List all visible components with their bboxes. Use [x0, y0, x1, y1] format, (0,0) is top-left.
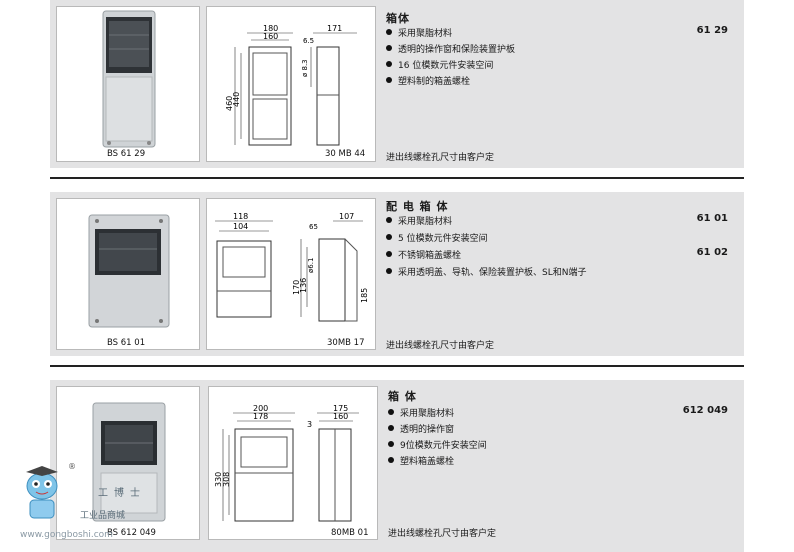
bullet-icon	[388, 441, 394, 447]
dimension-label: 3	[307, 420, 312, 429]
enclosure-photo	[92, 402, 166, 522]
bullet-icon	[386, 29, 392, 35]
technical-drawing: 200 178 3 175 160 330 308	[214, 404, 359, 522]
technical-drawing-frame: 180 160 6.5 171 ø 8.3 460 440 30 MB 44	[206, 6, 376, 162]
technical-drawing: 180 160 6.5 171 ø 8.3 460 440	[225, 24, 357, 146]
feature-item: 采用聚脂材料	[388, 406, 454, 419]
technical-drawing-frame: 118 104 65 107 170 136 ø6.1 185 30MB 17	[206, 198, 376, 350]
photo-caption: BS 612 049	[107, 528, 156, 538]
feature-item: 透明的操作窗和保险装置护板	[386, 42, 515, 55]
feature-item: 5 位模数元件安装空间	[386, 231, 488, 244]
product-code: 61 02	[696, 247, 728, 258]
bullet-icon	[388, 409, 394, 415]
dimension-label: ø6.1	[307, 258, 315, 273]
dimension-label: 175	[333, 404, 348, 413]
feature-item: 16 位模数元件安装空间	[386, 58, 493, 71]
dimension-label: 200	[253, 404, 268, 413]
bullet-icon	[386, 268, 392, 274]
bullet-icon	[386, 234, 392, 240]
photo-caption: BS 61 01	[107, 338, 146, 348]
feature-item: 采用聚脂材料	[386, 214, 452, 227]
technical-drawing: 118 104 65 107 170 136 ø6.1 185	[215, 212, 369, 322]
bullet-icon	[386, 251, 392, 257]
feature-item: 9位模数元件安装空间	[388, 438, 487, 451]
dimension-label: 440	[232, 92, 241, 107]
feature-item: 透明的操作窗	[388, 422, 454, 435]
product-title: 箱体	[386, 12, 410, 25]
product-title: 配 电 箱 体	[386, 200, 449, 213]
photo-caption: BS 61 29	[107, 149, 146, 159]
watermark-url: www.gongboshi.com	[20, 530, 113, 540]
product-photo-frame: BS 61 29	[56, 6, 200, 162]
product-photo-frame: BS 61 01	[56, 198, 200, 350]
dimension-label: 170	[292, 280, 301, 295]
dimension-label: ø 8.3	[301, 59, 309, 77]
robot-logo-icon	[26, 466, 58, 519]
watermark-sub: 工业品商城	[80, 511, 126, 521]
drawing-caption: 30 MB 44	[325, 149, 366, 159]
product-code: 612 049	[682, 405, 728, 416]
bullet-icon	[386, 45, 392, 51]
dimension-label: 160	[263, 32, 278, 41]
dimension-label: 107	[339, 212, 354, 221]
feature-item: 采用透明盖、导轨、保险装置护板、SL和N端子	[386, 265, 586, 278]
section-divider	[50, 365, 744, 367]
dimension-label: 330	[214, 472, 223, 487]
dimension-label: 65	[309, 223, 318, 231]
watermark-name: 工博士	[98, 488, 146, 499]
feature-item: 采用聚脂材料	[386, 26, 452, 39]
dimension-label: 171	[327, 24, 342, 33]
watermark: ® 工博士 工业品商城 www.gongboshi.com	[18, 462, 178, 550]
cable-entry-note: 进出线螺栓孔尺寸由客户定	[388, 529, 497, 539]
enclosure-photo	[88, 214, 170, 328]
product-section-1: BS 61 29 180 160 6.5 171 ø 8.3 460 440 3…	[50, 0, 744, 168]
feature-item: 不锈钢箱盖螺栓	[386, 248, 461, 261]
cable-entry-note: 进出线螺栓孔尺寸由客户定	[386, 153, 495, 163]
product-photo-frame: BS 612 049	[56, 386, 200, 540]
cable-entry-note: 进出线螺栓孔尺寸由客户定	[386, 341, 495, 351]
product-section-3: BS 612 049 200 178 3 175 160 330 308 80M…	[50, 380, 744, 552]
drawing-caption: 30MB 17	[327, 338, 365, 348]
drawing-caption: 80MB 01	[331, 528, 369, 538]
product-section-2: BS 61 01 118 104 65 107 170 136 ø6.1 185…	[50, 192, 744, 356]
technical-drawing-frame: 200 178 3 175 160 330 308 80MB 01	[208, 386, 378, 540]
dimension-label: 178	[253, 412, 268, 421]
product-title: 箱 体	[388, 390, 417, 403]
dimension-label: 180	[263, 24, 278, 33]
watermark-mark: ®	[68, 462, 76, 471]
bullet-icon	[388, 457, 394, 463]
dimension-label: 160	[333, 412, 348, 421]
product-code: 61 01	[696, 213, 728, 224]
bullet-icon	[386, 217, 392, 223]
bullet-icon	[386, 61, 392, 67]
enclosure-photo	[102, 10, 156, 148]
feature-item: 塑料箱盖螺栓	[388, 454, 454, 467]
section-divider	[50, 177, 744, 179]
dimension-label: 104	[233, 222, 248, 231]
bullet-icon	[388, 425, 394, 431]
bullet-icon	[386, 77, 392, 83]
dimension-label: 460	[225, 96, 234, 111]
dimension-label: 6.5	[303, 37, 314, 45]
dimension-label: 308	[222, 472, 231, 487]
product-code: 61 29	[696, 25, 728, 36]
feature-item: 塑料制的箱盖螺栓	[386, 74, 470, 87]
dimension-label: 118	[233, 212, 248, 221]
dimension-label: 185	[360, 288, 369, 303]
dimension-label: 136	[299, 278, 308, 293]
